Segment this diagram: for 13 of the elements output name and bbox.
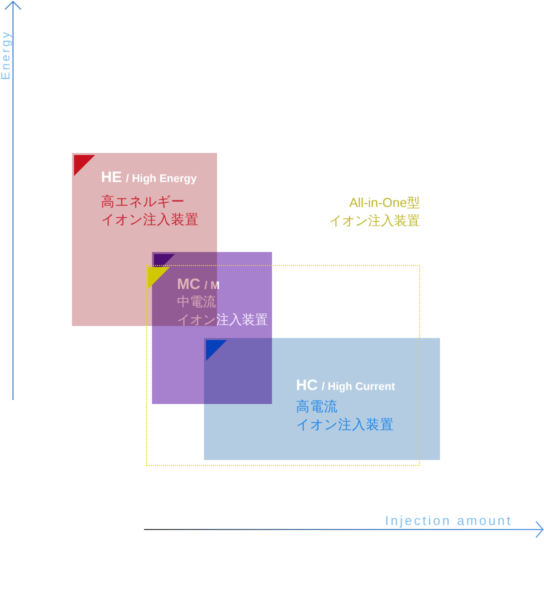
heading-subtitle: / High Current bbox=[322, 380, 396, 395]
description-text: All-in-One型イオン注入装置 bbox=[329, 194, 420, 230]
heading-abbreviation: HE bbox=[101, 169, 122, 187]
description-text: 中電流イオン注入装置 bbox=[177, 293, 268, 329]
heading-subtitle: / M bbox=[204, 279, 220, 294]
heading-abbreviation: MC bbox=[177, 276, 200, 294]
description-text: 高エネルギーイオン注入装置 bbox=[101, 193, 199, 229]
heading-abbreviation: HC bbox=[296, 377, 318, 395]
description-text: 高電流イオン注入装置 bbox=[296, 398, 394, 434]
heading-subtitle: / High Energy bbox=[126, 172, 197, 187]
axis-label: Energy bbox=[0, 30, 14, 80]
axis-label: Injection amount bbox=[385, 513, 512, 528]
range-box bbox=[204, 338, 440, 460]
